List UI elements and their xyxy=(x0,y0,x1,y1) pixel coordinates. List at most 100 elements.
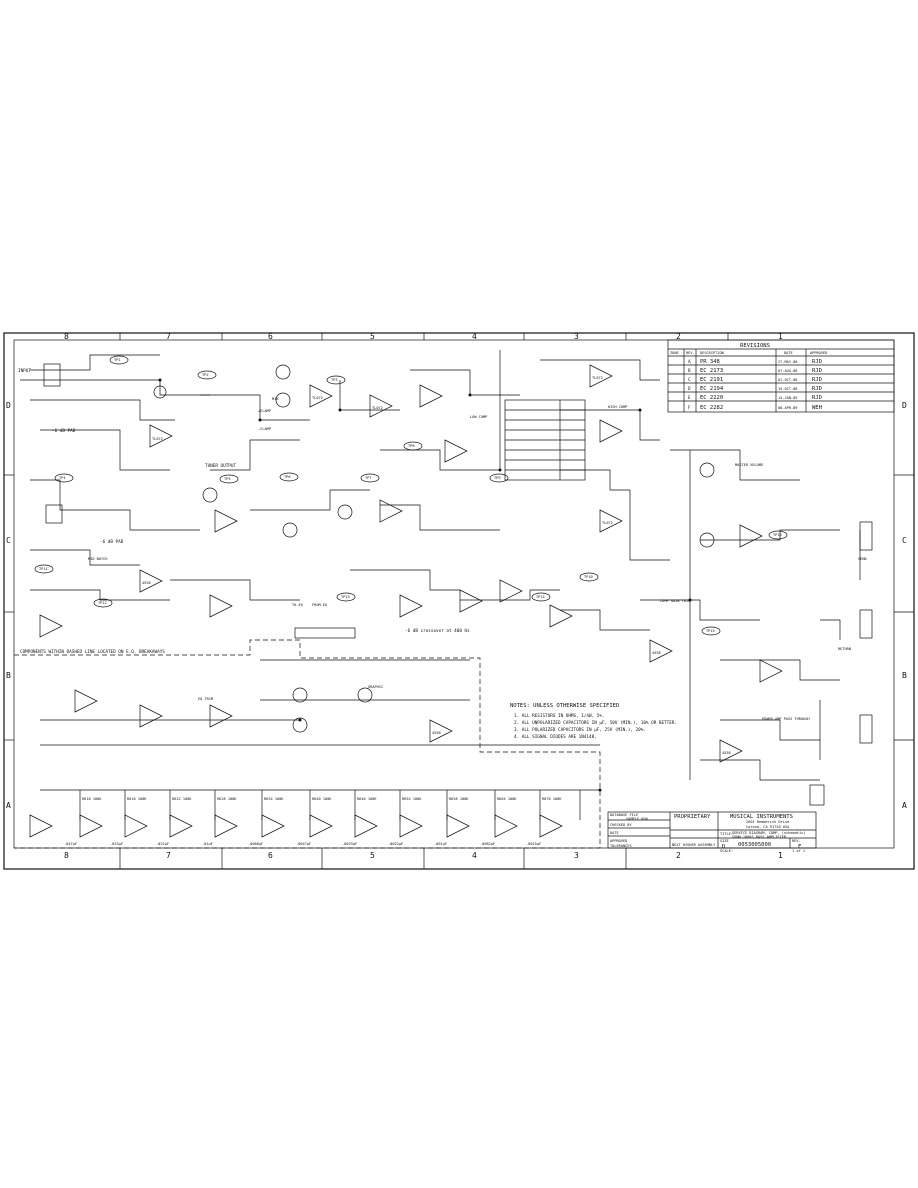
rev-row-date: 15-OCT-88 xyxy=(778,387,797,391)
border-top-7: 7 xyxy=(166,332,171,341)
notes-block: NOTES: UNLESS OTHERWISE SPECIFIED 1. ALL… xyxy=(510,703,677,740)
opamp-label: 4558 xyxy=(142,581,151,585)
rev-row-rev: A xyxy=(688,359,691,365)
title-block: DATABASE FILE SAMPLE.DGN CHECKED BY DATE… xyxy=(607,811,817,853)
inner-frame xyxy=(13,339,895,849)
comp-gain-trim-label: COMP GAIN TRIM xyxy=(660,599,691,603)
border-top-6: 6 xyxy=(268,332,273,341)
eq-band: R658 100K xyxy=(449,797,469,801)
eq-band: R664 100K xyxy=(497,797,517,801)
rev-row-desc: EC 2173 xyxy=(700,368,723,374)
eq-band: R610 100K xyxy=(82,797,102,801)
pad-label: -6 dB PAD xyxy=(52,428,76,434)
rev-row-desc: PR 348 xyxy=(700,359,720,365)
test-point-label: TP2 xyxy=(202,373,209,377)
to-eq-label: TO-EQ xyxy=(292,603,303,607)
opamp-label: 4558 xyxy=(722,751,731,755)
opamp-label: TL072 xyxy=(372,406,383,410)
eq-cap: .0015μF xyxy=(526,842,541,846)
low-comp-label: LOW COMP xyxy=(470,415,487,419)
return-label: RETURN xyxy=(838,647,851,651)
mix-label: MIX xyxy=(272,397,279,401)
test-point-label: TP13 xyxy=(341,595,350,599)
test-point-label: TP15 xyxy=(706,629,715,633)
opamp-label: 4558 xyxy=(652,651,661,655)
eq-band: R616 100K xyxy=(127,797,147,801)
approved-label: APPROVED xyxy=(610,839,627,843)
note-item: 1. ALL RESISTORS IN OHMS, 1/4W, 5%. xyxy=(514,713,605,719)
border-bottom-2: 2 xyxy=(676,851,681,860)
border-top-1: 1 xyxy=(778,332,783,341)
eq-cap: .0022μF xyxy=(388,842,403,846)
eq-band-labels: R610 100K R616 100K R622 100K R628 100K … xyxy=(64,797,562,846)
mid-notch-label: MID NOTCH xyxy=(88,557,107,561)
junction-dots xyxy=(158,378,692,792)
database-file-label: DATABASE FILE xyxy=(610,813,638,817)
eq-band: R628 100K xyxy=(217,797,237,801)
test-point-label: TP6 xyxy=(284,475,291,479)
send-label: SEND xyxy=(858,557,867,561)
rev-row-date: 27-MAY-88 xyxy=(778,360,797,364)
eq-band: R640 100K xyxy=(312,797,332,801)
rev-row-desc: EC 2220 xyxy=(700,395,723,401)
title-line-1: SERVICE DIAGRAM, COMP. (schematic) xyxy=(732,831,806,835)
title-label: TITLE: xyxy=(720,832,733,836)
opamp-symbols xyxy=(29,364,783,838)
rev-row-approved: RJD xyxy=(812,359,822,365)
rev-row-rev: C xyxy=(688,377,691,383)
from-eq-label: FROM-EQ xyxy=(312,603,327,607)
test-point-label: TP12 xyxy=(98,601,107,605)
address-line-2: Corona, CA 91720 USA xyxy=(746,825,790,829)
graphic-label: GRAPHIC xyxy=(368,685,383,689)
rev-row-date: 07-AUG-88 xyxy=(778,369,797,373)
rev-row-approved: RJD xyxy=(812,395,822,401)
eq-band: R646 100K xyxy=(357,797,377,801)
date-label: DATE xyxy=(610,831,619,835)
revisions-title: REVISIONS xyxy=(740,343,770,349)
rev-row-approved: RJD xyxy=(812,368,822,374)
eq-trim-label: EQ TRIM xyxy=(198,697,214,701)
border-bottom-4: 4 xyxy=(472,851,477,860)
eq-band: R622 100K xyxy=(172,797,192,801)
rev-row-desc: EC 2194 xyxy=(700,386,724,392)
eq-band: R652 100K xyxy=(402,797,422,801)
eq-cap: .022μF xyxy=(156,842,169,846)
test-point-label: TP10 xyxy=(584,575,593,579)
revisions-table: REVISIONS ZONE REV. DESCRIPTION DATE APP… xyxy=(667,339,895,413)
transistor-circles xyxy=(153,364,715,733)
sheet-number: 1 of 1 xyxy=(792,849,805,853)
border-bottom-7: 7 xyxy=(166,851,171,860)
border-right-A: A xyxy=(902,801,907,810)
input-label: INPUT xyxy=(18,368,31,374)
border-left-C: C xyxy=(6,536,11,545)
rev-row-date: 08-APR-89 xyxy=(778,406,797,410)
opamp-label: TL072 xyxy=(152,437,163,441)
scale-label: SCALE: xyxy=(720,849,733,853)
rev-row-rev: B xyxy=(688,368,691,374)
border-bottom-1: 1 xyxy=(778,851,783,860)
border-bottom-5: 5 xyxy=(370,851,375,860)
rev-header-date: DATE xyxy=(784,351,793,355)
note-item: 4. ALL SIGNAL DIODES ARE 1N4148. xyxy=(514,734,597,740)
database-file: SAMPLE.DGN xyxy=(626,817,648,821)
outer-frame xyxy=(3,332,915,870)
border-bottom-8: 8 xyxy=(64,851,69,860)
border-right-B: B xyxy=(902,671,907,680)
opamp-label: TL072 xyxy=(592,376,603,380)
border-bottom-6: 6 xyxy=(268,851,273,860)
tuner-output-label: TUNER OUTPUT xyxy=(205,463,236,469)
test-point-label: TP14 xyxy=(536,595,545,599)
rev-row-approved: RJD xyxy=(812,386,822,392)
rev-header-zone: ZONE xyxy=(670,351,679,355)
eq-cap: .0068μF xyxy=(248,842,263,846)
high-comp-label: HIGH COMP xyxy=(608,405,627,409)
master-volume-label: MASTER VOLUME xyxy=(735,463,763,467)
power-amp-pass-through-label: POWER AMP PASS THROUGH xyxy=(762,717,810,721)
rev-header-approved: APPROVED xyxy=(810,351,827,355)
rev-row-date: 01-OCT-88 xyxy=(778,378,797,382)
border-top-8: 8 xyxy=(64,332,69,341)
eq-cap: .0047μF xyxy=(296,842,311,846)
rev-header-rev: REV. xyxy=(686,351,695,355)
border-left-D: D xyxy=(6,401,11,410)
